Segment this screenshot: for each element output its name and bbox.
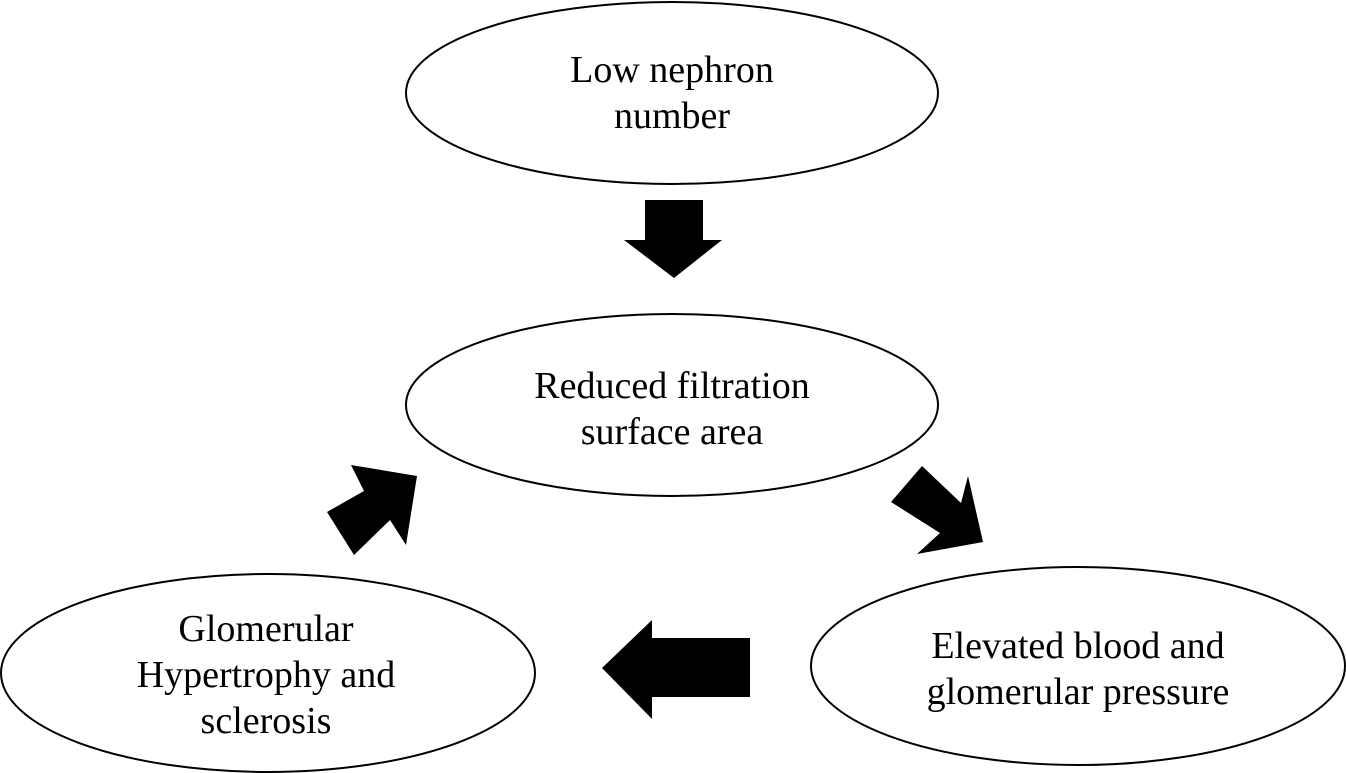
node-reduced-filtration-line-2: surface area [580, 411, 764, 453]
node-elevated-pressure-shape [810, 566, 1346, 766]
arrow-down-right [891, 466, 983, 554]
node-glomerular-hypertrophy-line-3: sclerosis [200, 700, 332, 742]
arrow-left [602, 620, 750, 719]
node-reduced-filtration-label: Reduced filtration surface area [442, 356, 902, 462]
node-glomerular-hypertrophy-line-2: Hypertrophy and [136, 654, 396, 696]
arrow-down [624, 200, 722, 278]
node-low-nephron-shape [405, 1, 939, 185]
node-glomerular-hypertrophy-shape [0, 573, 536, 773]
arrow-up-right [327, 465, 417, 555]
node-low-nephron-line-2: number [613, 95, 731, 137]
node-low-nephron-label: Low nephron number [442, 40, 902, 146]
node-elevated-pressure-label: Elevated blood and glomerular pressure [848, 616, 1308, 722]
node-elevated-pressure-line-1: Elevated blood and [931, 625, 1225, 667]
node-reduced-filtration-shape [405, 313, 939, 497]
node-elevated-pressure-line-2: glomerular pressure [926, 671, 1230, 713]
node-glomerular-hypertrophy-label: Glomerular Hypertrophy and sclerosis [36, 603, 496, 747]
node-reduced-filtration-line-1: Reduced filtration [534, 365, 810, 407]
node-glomerular-hypertrophy-line-1: Glomerular [178, 608, 354, 650]
node-low-nephron-line-1: Low nephron [570, 49, 774, 91]
